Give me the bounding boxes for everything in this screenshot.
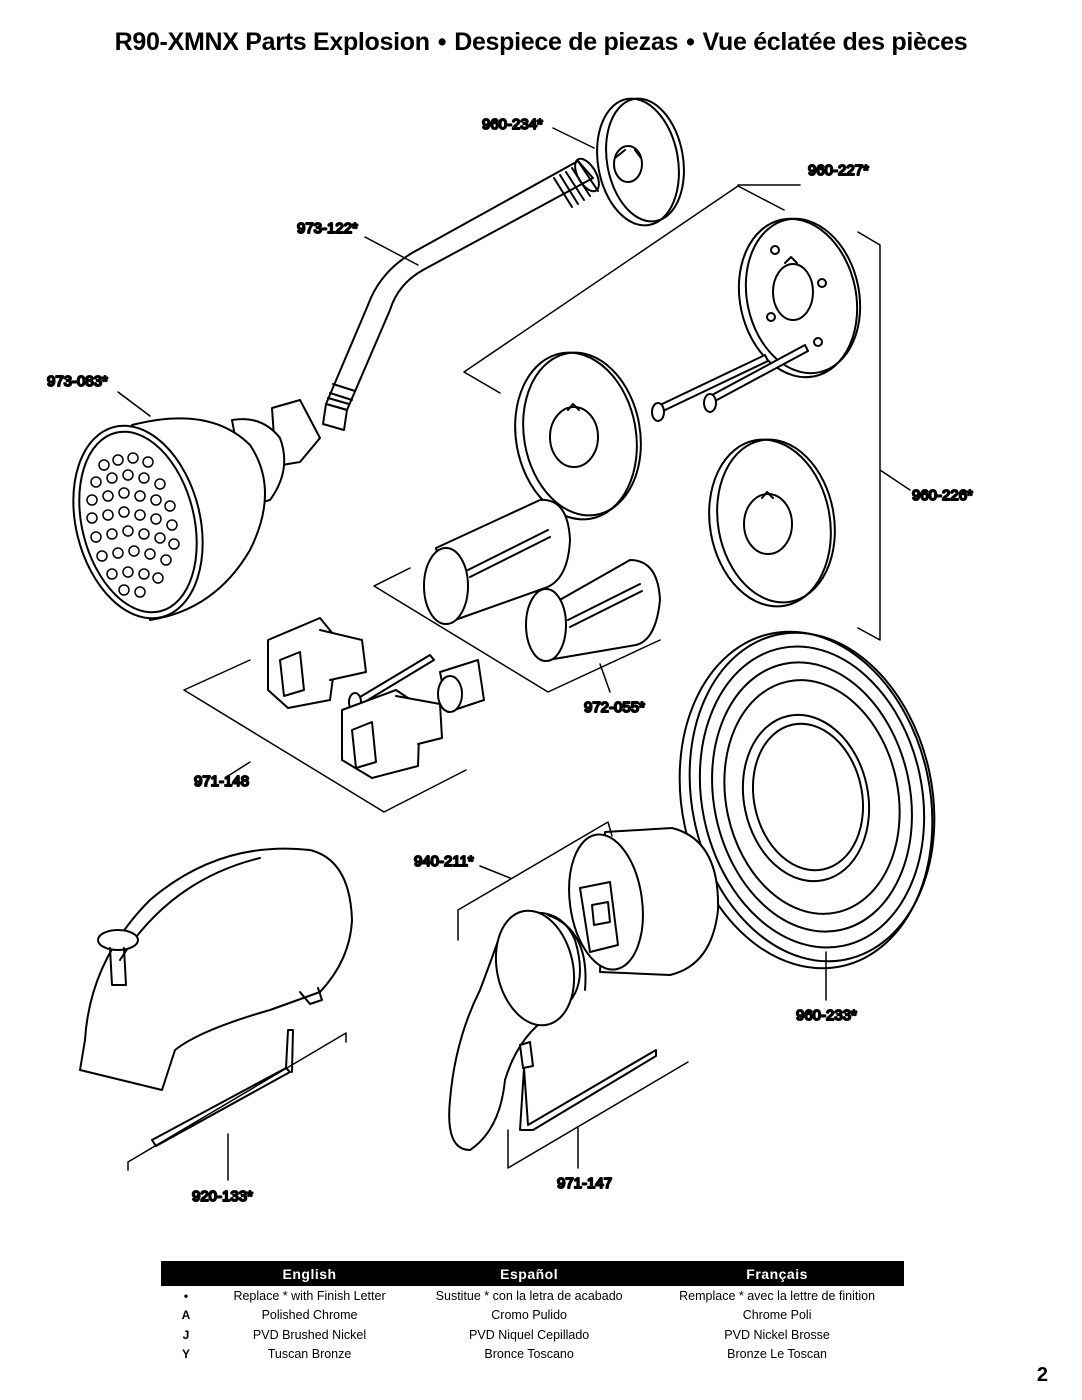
part-label-960-233: 960-233* — [796, 1007, 857, 1024]
rough-plate-drawing — [737, 217, 862, 379]
title-separator-1: • — [437, 28, 447, 56]
legend-french: Chrome Poli — [742, 1308, 812, 1323]
bracket-lines — [117, 127, 911, 1181]
legend-header-spanish: Español — [408, 1261, 651, 1286]
part-label-971-147: 971-147 — [557, 1175, 612, 1192]
part-label-971-148: 971-148 — [194, 773, 249, 790]
legend-spanish: Bronce Toscano — [484, 1347, 574, 1362]
title-english: Parts Explosion — [245, 28, 430, 56]
legend-code: • — [183, 1288, 189, 1303]
part-label-960-234: 960-234* — [482, 116, 543, 133]
legend-english: Polished Chrome — [261, 1308, 358, 1323]
mounting-screws-drawing — [651, 344, 809, 422]
legend-english: PVD Brushed Nickel — [252, 1327, 367, 1342]
shower-arm-drawing — [322, 157, 600, 431]
title-spanish: Despiece de piezas — [454, 28, 679, 56]
page-title: R90-XMNX Parts Explosion•Despiece de pie… — [0, 28, 1082, 57]
title-separator-2: • — [686, 28, 695, 56]
legend-spanish: PVD Niquel Cepillado — [469, 1327, 590, 1342]
legend-header-blank — [161, 1261, 211, 1286]
legend-french: Remplace * avec la lettre de finition — [679, 1288, 876, 1303]
part-label-973-122: 973-122* — [297, 220, 358, 237]
part-label-973-083: 973-083* — [47, 373, 108, 390]
legend-row: J PVD Brushed Nickel PVD Niquel Cepillad… — [161, 1325, 904, 1345]
page-number: 2 — [1036, 1364, 1048, 1386]
legend-spanish: Sustitue * con la letra de acabado — [435, 1288, 623, 1303]
legend-english: Tuscan Bronze — [267, 1347, 352, 1362]
trim-plate-drawing — [678, 630, 936, 970]
legend-french: Bronze Le Toscan — [727, 1347, 828, 1362]
sleeves-drawing — [423, 498, 661, 662]
finish-legend-table: English Español Français • Replace * wit… — [161, 1261, 904, 1364]
part-label-920-133: 920-133* — [192, 1188, 253, 1205]
parts-explosion-diagram: 960-234* 960-227* 973-122* 973-083* 960-… — [46, 97, 974, 1206]
legend-row: Y Tuscan Bronze Bronce Toscano Bronze Le… — [161, 1345, 904, 1365]
legend-row: • Replace * with Finish Letter Sustitue … — [161, 1286, 904, 1306]
part-label-960-226: 960-226* — [912, 487, 973, 504]
handle-drawing — [448, 827, 720, 1151]
legend-spanish: Cromo Pulido — [491, 1308, 567, 1323]
legend-code: A — [181, 1308, 191, 1323]
part-label-960-227: 960-227* — [808, 162, 869, 179]
part-label-940-211: 940-211* — [414, 853, 474, 870]
legend-row: A Polished Chrome Cromo Pulido Chrome Po… — [161, 1306, 904, 1326]
tub-spout-drawing — [79, 847, 353, 1147]
legend-header-english: English — [211, 1261, 409, 1286]
escutcheon-plates-drawing — [514, 351, 836, 608]
legend-code: J — [182, 1327, 190, 1342]
legend-french: PVD Nickel Brosse — [724, 1327, 830, 1342]
legend-english: Replace * with Finish Letter — [233, 1288, 386, 1303]
flange-drawing — [596, 97, 685, 227]
legend-header-french: Français — [650, 1261, 904, 1286]
legend-header-row: English Español Français — [161, 1261, 904, 1286]
legend-code: Y — [181, 1347, 190, 1362]
title-model: R90-XMNX — [114, 28, 239, 56]
cartridge-parts-drawing — [267, 617, 485, 779]
part-label-972-055: 972-055* — [584, 699, 645, 716]
showerhead-drawing — [72, 399, 321, 621]
title-french: Vue éclatée des pièces — [702, 28, 968, 56]
